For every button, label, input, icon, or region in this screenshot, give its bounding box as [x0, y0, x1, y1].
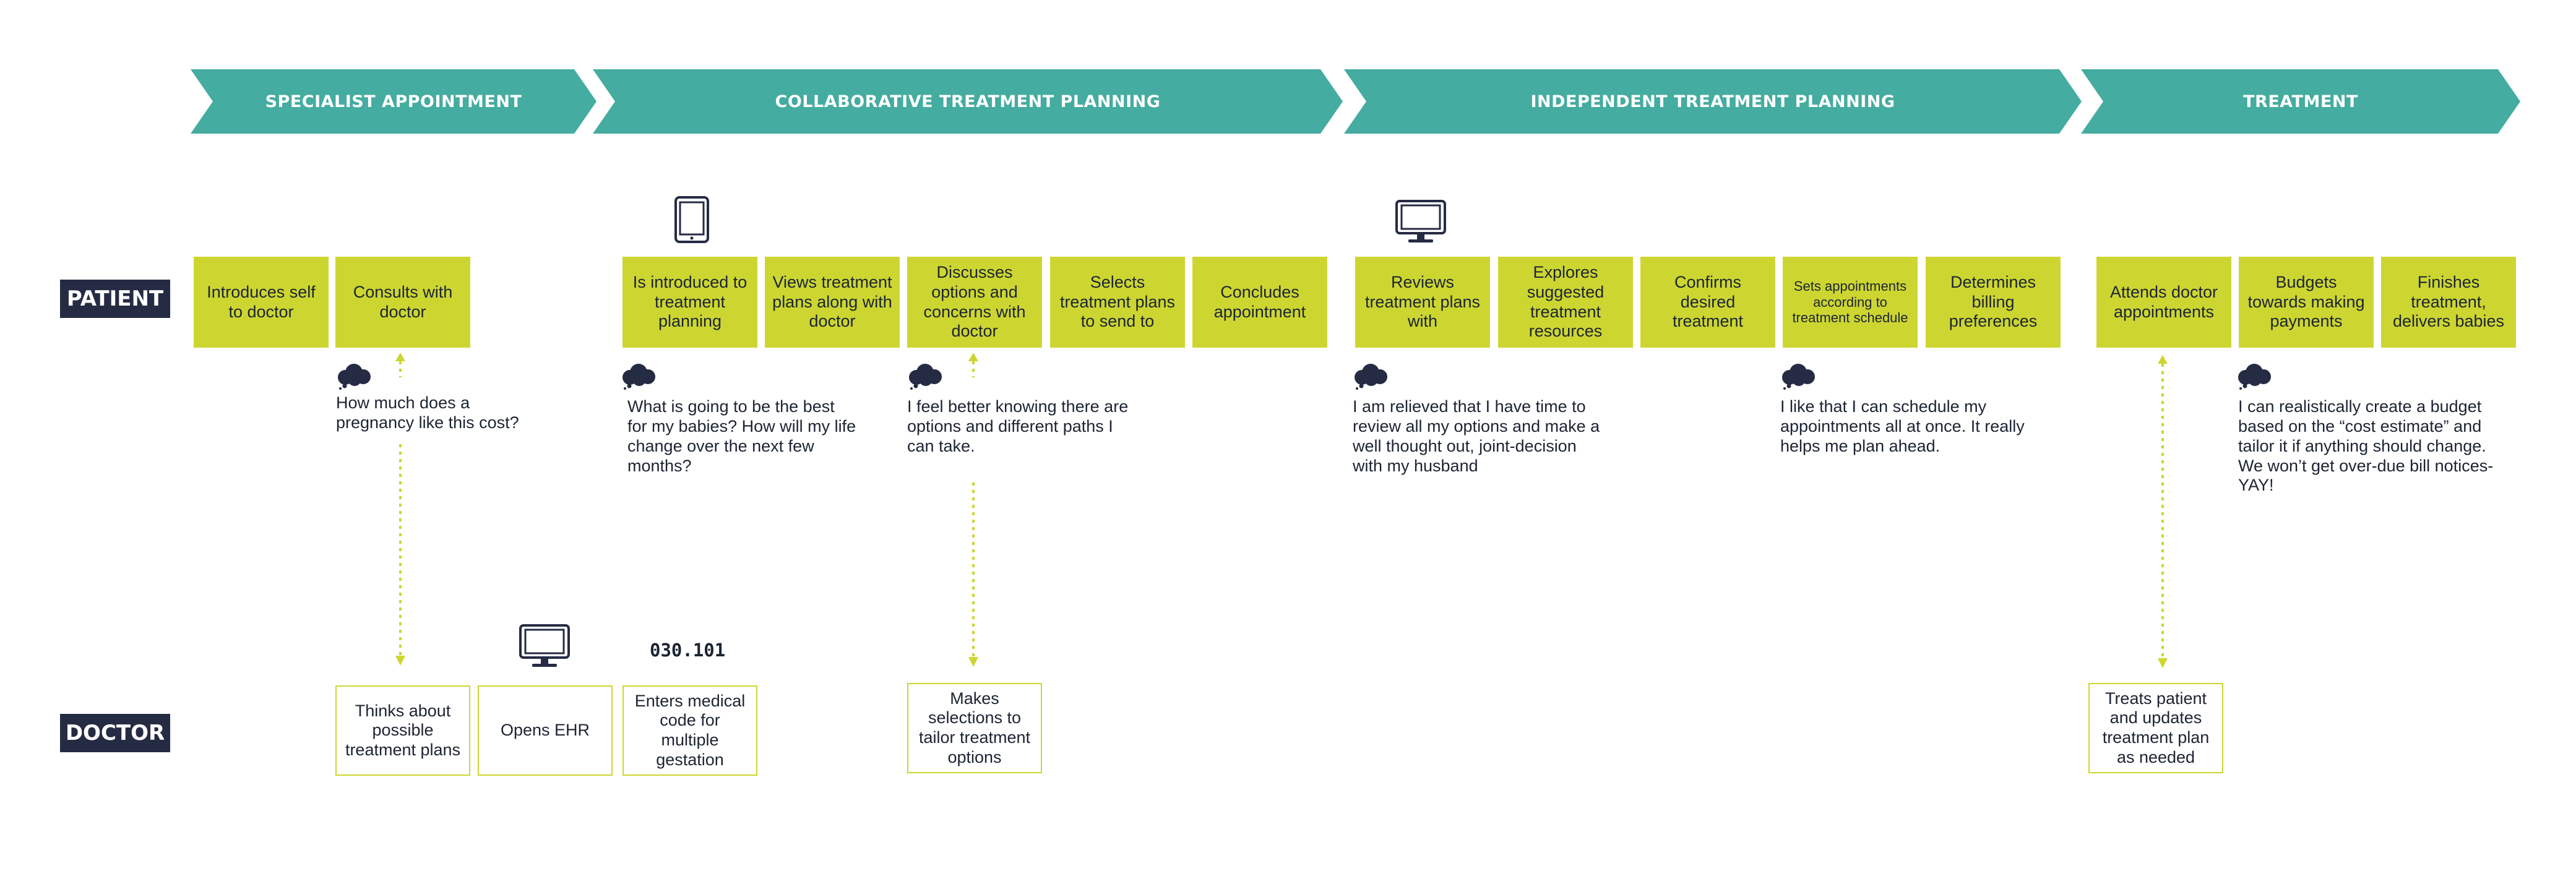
step-label: Sets appointments according to treatment…	[1792, 278, 1908, 326]
step-label: Selects treatment plans to send to	[1059, 273, 1176, 331]
step-label: Determines billing preferences	[1949, 273, 2038, 331]
role-doctor: DOCTOR	[60, 714, 170, 752]
connector-discusses-to-selections	[968, 353, 978, 667]
step-label: Views treatment plans along with doctor	[772, 273, 892, 331]
patient-step-explores-resources: Explores suggested treatment resources	[1498, 257, 1633, 348]
patient-step-views-plans: Views treatment plans along with doctor	[765, 257, 900, 348]
doctor-step-enters-code: Enters medical code for multiple gestati…	[622, 685, 757, 776]
phase-label: INDEPENDENT TREATMENT PLANNING	[1530, 92, 1895, 111]
step-label: Confirms desired treatment	[1672, 273, 1744, 331]
step-label: Attends doctor appointments	[2109, 282, 2218, 321]
step-label: Makes selections to tailor treatment opt…	[918, 689, 1031, 766]
doctor-step-treats-patient: Treats patient and updates treatment pla…	[2088, 683, 2223, 773]
thought-cloud-icon	[909, 364, 942, 390]
phase-label: COLLABORATIVE TREATMENT PLANNING	[775, 92, 1161, 111]
thought-cloud-icon	[1355, 364, 1387, 390]
thought-cloud-icon	[1782, 364, 1815, 390]
monitor-icon	[519, 624, 570, 667]
phase-label: SPECIALIST APPOINTMENT	[265, 92, 522, 111]
step-label: Treats patient and updates treatment pla…	[2102, 689, 2210, 766]
patient-step-concludes: Concludes appointment	[1192, 257, 1327, 348]
doctor-step-makes-selections: Makes selections to tailor treatment opt…	[907, 683, 1042, 773]
patient-step-selects-plans: Selects treatment plans to send to	[1050, 257, 1185, 348]
step-label: Finishes treatment, delivers babies	[2392, 273, 2505, 331]
step-label: Thinks about possible treatment plans	[345, 701, 461, 759]
phase-specialist-appointment: SPECIALIST APPOINTMENT	[191, 69, 597, 134]
thought-cloud-icon	[622, 364, 655, 390]
patient-thought-cost: How much does a pregnancy like this cost…	[336, 393, 519, 432]
step-label: Enters medical code for multiple gestati…	[634, 691, 746, 769]
phase-independent-treatment-planning: INDEPENDENT TREATMENT PLANNING	[1344, 69, 2082, 134]
role-patient: PATIENT	[60, 280, 170, 318]
phase-collaborative-treatment-planning: COLLABORATIVE TREATMENT PLANNING	[593, 69, 1343, 134]
thought-cloud-icon	[2238, 364, 2271, 390]
role-label: DOCTOR	[65, 721, 165, 745]
patient-thought-babies: What is going to be the best for my babi…	[627, 397, 856, 475]
phase-treatment: TREATMENT	[2081, 69, 2520, 134]
step-label: Consults with doctor	[353, 282, 453, 321]
connector-consult-to-thinks	[395, 353, 405, 666]
tablet-icon	[674, 196, 709, 243]
step-label: Introduces self to doctor	[207, 282, 316, 321]
role-label: PATIENT	[66, 286, 164, 311]
step-label: Is introduced to treatment planning	[632, 273, 747, 331]
doctor-step-opens-ehr: Opens EHR	[478, 685, 613, 776]
patient-thought-options: I feel better knowing there are options …	[907, 397, 1129, 455]
patient-step-finishes-treatment: Finishes treatment, delivers babies	[2381, 257, 2516, 348]
patient-step-introduces-self: Introduces self to doctor	[194, 257, 329, 348]
patient-step-billing-preferences: Determines billing preferences	[1926, 257, 2061, 348]
patient-thought-scheduling: I like that I can schedule my appointmen…	[1780, 397, 2025, 455]
patient-step-confirms-treatment: Confirms desired treatment	[1640, 257, 1775, 348]
step-label: Reviews treatment plans with	[1364, 273, 1481, 331]
step-label: Explores suggested treatment resources	[1527, 263, 1605, 341]
monitor-icon	[1395, 200, 1446, 242]
step-label: Concludes appointment	[1213, 282, 1306, 321]
patient-step-introduced-planning: Is introduced to treatment planning	[622, 257, 757, 348]
patient-step-consults: Consults with doctor	[335, 257, 470, 348]
patient-step-discusses-options: Discusses options and concerns with doct…	[907, 257, 1042, 348]
thought-cloud-icon	[338, 364, 371, 390]
patient-step-reviews-plans: Reviews treatment plans with	[1355, 257, 1490, 348]
step-label: Opens EHR	[500, 721, 590, 740]
patient-thought-relieved: I am relieved that I have time to review…	[1353, 397, 1600, 475]
step-label: Budgets towards making payments	[2247, 273, 2365, 331]
step-label: Discusses options and concerns with doct…	[923, 263, 1026, 341]
patient-thought-budget: I can realistically create a budget base…	[2238, 397, 2494, 495]
patient-step-budgets: Budgets towards making payments	[2239, 257, 2374, 348]
phase-label: TREATMENT	[2243, 92, 2358, 111]
connector-attends-to-treats	[2158, 355, 2168, 668]
doctor-step-thinks-about-plans: Thinks about possible treatment plans	[335, 685, 470, 776]
patient-step-sets-appointments: Sets appointments according to treatment…	[1783, 257, 1918, 348]
medical-code: 030.101	[650, 640, 726, 661]
patient-step-attends-appointments: Attends doctor appointments	[2096, 257, 2231, 348]
